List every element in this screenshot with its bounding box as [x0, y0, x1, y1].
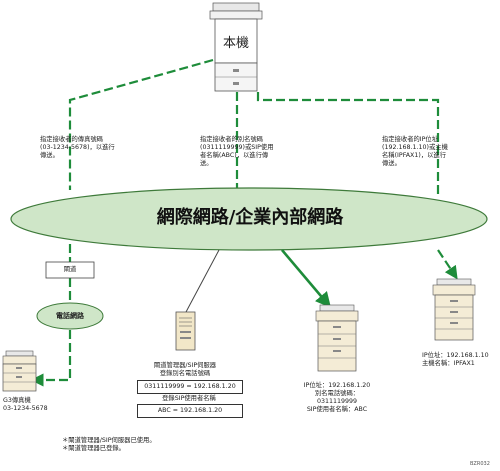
- network-label: 網際網路/企業內部網路: [156, 207, 344, 228]
- middle-device-info: IP位址：192.168.1.20 別名電話號碼： 0311119999 SIP…: [303, 382, 371, 413]
- server-icon: [175, 311, 196, 351]
- link-to-server: [185, 249, 220, 313]
- link-to-g3: [68, 58, 214, 190]
- right-device-info: IP位址：192.168.1.10 主機名稱：IPFAX1: [422, 352, 489, 367]
- network-ellipse: [10, 187, 488, 251]
- link-to-right-device: [256, 92, 440, 195]
- middle-device-icon: [315, 304, 359, 372]
- footnotes: ＊閘道管理器/SIP伺服器已使用。 ＊閘道管理器已登錄。: [62, 437, 156, 452]
- top-device-icon: [209, 2, 263, 92]
- annotation-right: 指定接收者的IP位址 (192.168.1.10)或主機 名稱(IPFAX1)，…: [382, 136, 448, 167]
- arrow-right-device: [437, 249, 458, 280]
- gateway-box: [45, 261, 95, 279]
- annotation-left: 指定接收者的傳真號碼 (03-1234-5678)，以進行 傳送。: [40, 136, 115, 159]
- server-sip-title: 登錄SIP使用者名稱: [162, 395, 216, 402]
- figure-code: BZR032: [470, 461, 490, 467]
- phone-network-ellipse: [36, 302, 104, 330]
- g3-fax-icon: [2, 350, 37, 392]
- top-device-label: 本機: [222, 36, 249, 51]
- server-sip-entry: ABC = 192.168.1.20: [137, 404, 243, 418]
- gateway-label: 閘道: [63, 266, 77, 273]
- g3-fax-label: G3傳真機 03-1234-5678: [3, 397, 48, 412]
- annotation-center: 指定接收者的別名號碼 (0311119999)或SIP使用 者名稱(ABC)，以…: [200, 136, 274, 167]
- phone-network-label: 電話網路: [56, 312, 84, 320]
- right-device-icon: [432, 278, 476, 341]
- arrow-middle-device: [281, 249, 332, 308]
- link-gateway-path: [30, 244, 72, 387]
- server-alias-entry: 0311119999 = 192.168.1.20: [137, 380, 243, 394]
- server-title: 閘道管理器/SIP伺服器 登錄別名電話號碼: [153, 362, 217, 377]
